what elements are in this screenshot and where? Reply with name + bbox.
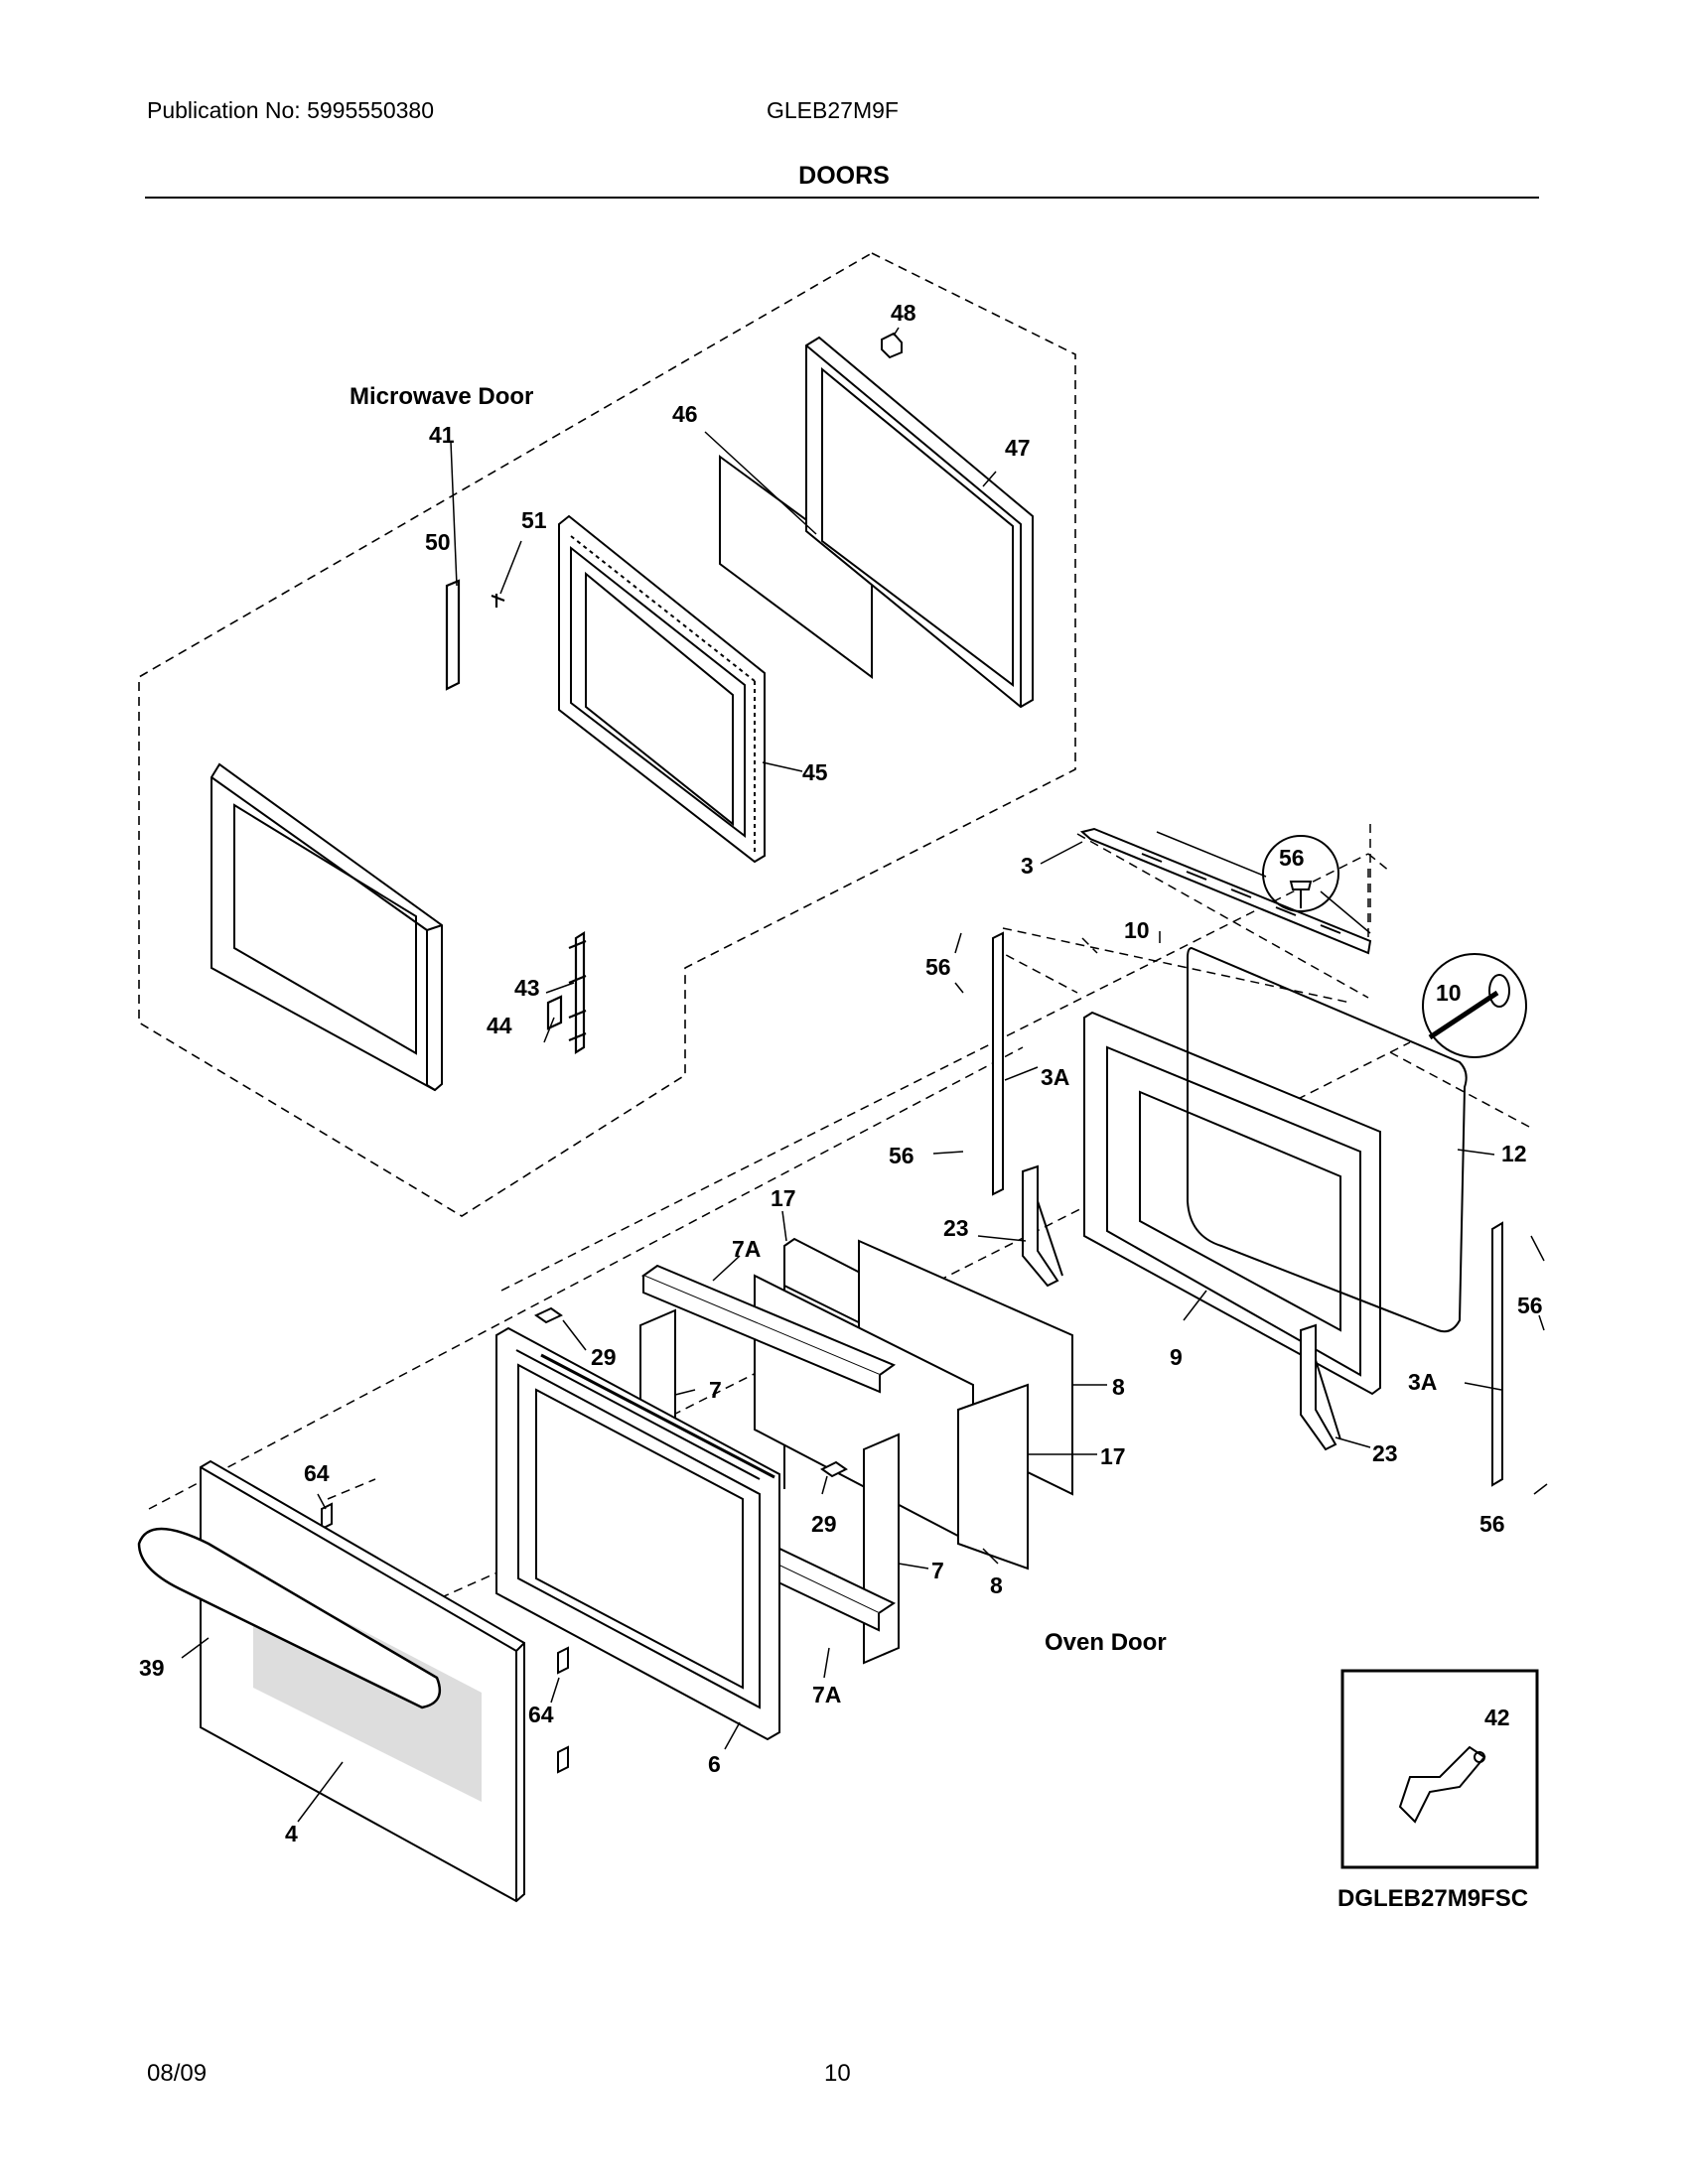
bracket-42: [1398, 1745, 1486, 1824]
oven-hinge-23-upper: [1022, 1164, 1063, 1288]
callout-43: 43: [514, 975, 540, 1001]
callout-41: 41: [429, 422, 455, 448]
callout-29-lower: 29: [811, 1511, 837, 1537]
model-number: GLEB27M9F: [767, 97, 899, 123]
callout-56-detail: 56: [1279, 845, 1305, 871]
oven-leaders: [181, 831, 1548, 1823]
oven-hinge-23-lower: [1300, 1323, 1341, 1451]
page-title: DOORS: [798, 162, 890, 190]
footer-date: 08/09: [147, 2060, 208, 2087]
microwave-hinge-parts: [546, 931, 587, 1054]
glass-pack: [754, 1237, 1073, 1570]
callout-56-right: 56: [1517, 1293, 1543, 1318]
callout-64-lower: 64: [528, 1702, 554, 1727]
microwave-choke-parts: [445, 579, 505, 691]
oven-inner-liner-9: [1083, 1011, 1381, 1396]
oven-top-trim-3: [1079, 827, 1372, 955]
callout-46: 46: [672, 401, 698, 427]
callout-8-lower: 8: [990, 1572, 1003, 1598]
title-divider: [145, 197, 1539, 199]
callout-3: 3: [1021, 853, 1034, 879]
callout-7A-upper: 7A: [732, 1236, 761, 1262]
callout-48: 48: [891, 300, 916, 326]
microwave-group-boundary: [138, 252, 1076, 1217]
door-clips: [321, 1306, 848, 1774]
publication-number: Publication No: 5995550380: [147, 97, 435, 123]
callout-12: 12: [1501, 1141, 1527, 1166]
callout-7-upper: 7: [709, 1377, 722, 1403]
callout-10-upper: 10: [1124, 917, 1150, 943]
callout-50: 50: [425, 529, 451, 555]
detail-circle-screw-56: [1262, 835, 1339, 912]
inset-caption: DGLEB27M9FSC: [1337, 1885, 1528, 1912]
callout-44: 44: [487, 1013, 512, 1038]
callout-7-lower: 7: [931, 1558, 944, 1583]
callout-4: 4: [285, 1821, 298, 1846]
callout-3A-right: 3A: [1408, 1369, 1437, 1395]
callout-17-upper: 17: [771, 1185, 796, 1211]
oven-outer-panel-4: [200, 1459, 525, 1903]
callout-6: 6: [708, 1751, 721, 1777]
callout-56-bottom: 56: [1479, 1511, 1505, 1537]
callout-23-upper: 23: [943, 1215, 969, 1241]
microwave-outer-door: [211, 762, 443, 1092]
callout-51: 51: [521, 507, 547, 533]
microwave-leaders: [450, 327, 997, 1043]
oven-handle-39: [137, 1527, 442, 1709]
microwave-inner-frame: [558, 514, 766, 864]
clip-48: [881, 332, 903, 359]
callout-47: 47: [1005, 435, 1031, 461]
callout-39: 39: [139, 1655, 165, 1681]
callout-56-mid: 56: [889, 1143, 914, 1168]
inset-frame: [1340, 1669, 1539, 1869]
microwave-door-label: Microwave Door: [350, 383, 533, 410]
callout-9: 9: [1170, 1344, 1183, 1370]
side-trim-3A-right: [1491, 1221, 1503, 1487]
callout-56-left: 56: [925, 954, 951, 980]
page-number: 10: [824, 2060, 851, 2087]
oven-middle-frame-6: [495, 1326, 780, 1741]
callout-64-upper: 64: [304, 1460, 330, 1486]
callout-17-lower: 17: [1100, 1443, 1126, 1469]
callout-7A-lower: 7A: [812, 1682, 841, 1707]
callout-3A-left: 3A: [1041, 1064, 1069, 1090]
callout-10-detail: 10: [1436, 980, 1462, 1006]
detail-circle-bolt-10: [1422, 953, 1527, 1058]
side-trim-3A-left: [992, 931, 1004, 1196]
callout-29-upper: 29: [591, 1344, 617, 1370]
oven-door-label: Oven Door: [1045, 1629, 1167, 1656]
callout-45: 45: [802, 759, 828, 785]
callout-8-upper: 8: [1112, 1374, 1125, 1400]
door-gasket-12: [1187, 946, 1468, 1333]
callout-23-lower: 23: [1372, 1440, 1398, 1466]
microwave-frame-47: [805, 336, 1034, 709]
callout-42: 42: [1484, 1705, 1510, 1730]
